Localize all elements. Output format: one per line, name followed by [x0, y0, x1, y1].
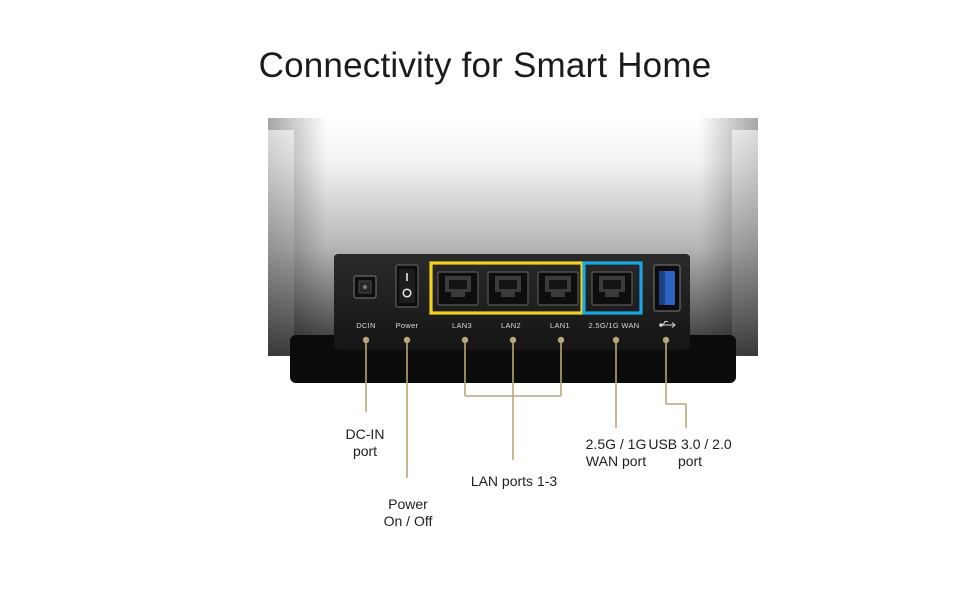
- lan1-port: [537, 271, 579, 306]
- lan3-port: [437, 271, 479, 306]
- panel-label-lan2: LAN2: [501, 321, 521, 330]
- leader-usb: [665, 340, 687, 428]
- wan-port: [591, 271, 633, 306]
- panel-label-dcin: DCIN: [356, 321, 376, 330]
- panel-label-lan3: LAN3: [452, 321, 472, 330]
- router-left-edge: [268, 130, 294, 356]
- leader-dots: [362, 336, 670, 344]
- callout-lan: LAN ports 1-3: [470, 473, 558, 489]
- usb-port: [653, 264, 681, 312]
- panel-label-wan: 2.5G/1G WAN: [589, 321, 640, 330]
- leader-lines: [365, 340, 687, 478]
- panel-label-power: Power: [396, 321, 419, 330]
- callout-usb: USB 3.0 / 2.0 port: [648, 436, 732, 469]
- lan-highlight-frame: [429, 261, 584, 315]
- router-right-edge: [732, 130, 758, 356]
- callout-wan: 2.5G / 1G WAN port: [585, 436, 647, 469]
- dcin-port: [353, 275, 377, 299]
- callout-dcin: DC-IN port: [345, 426, 385, 459]
- power-switch-icon: [395, 264, 419, 308]
- panel-label-lan1: LAN1: [550, 321, 570, 330]
- callout-power: Power On / Off: [383, 496, 433, 529]
- usb-symbol-icon: [659, 321, 676, 328]
- page-title: Connectivity for Smart Home: [258, 46, 712, 85]
- wan-highlight-frame: [582, 261, 643, 315]
- lan2-port: [487, 271, 529, 306]
